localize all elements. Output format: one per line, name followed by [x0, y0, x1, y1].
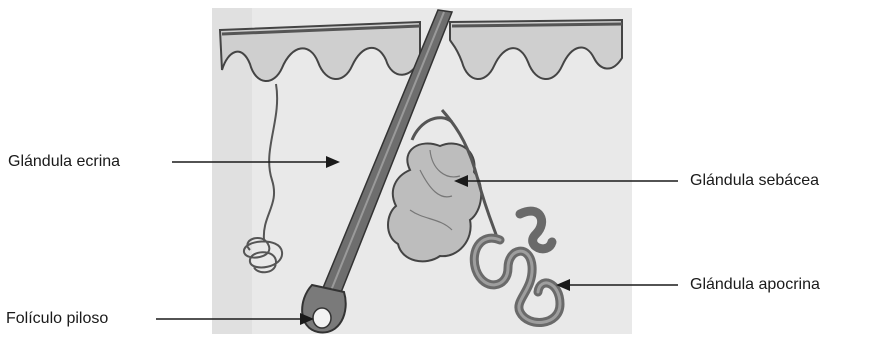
label-apocrine-gland: Glándula apocrina	[690, 276, 820, 294]
label-eccrine-gland: Glándula ecrina	[8, 153, 120, 171]
dermal-papilla	[313, 308, 331, 328]
label-sebaceous-gland: Glándula sebácea	[690, 172, 819, 190]
label-hair-follicle: Folículo piloso	[6, 310, 108, 328]
